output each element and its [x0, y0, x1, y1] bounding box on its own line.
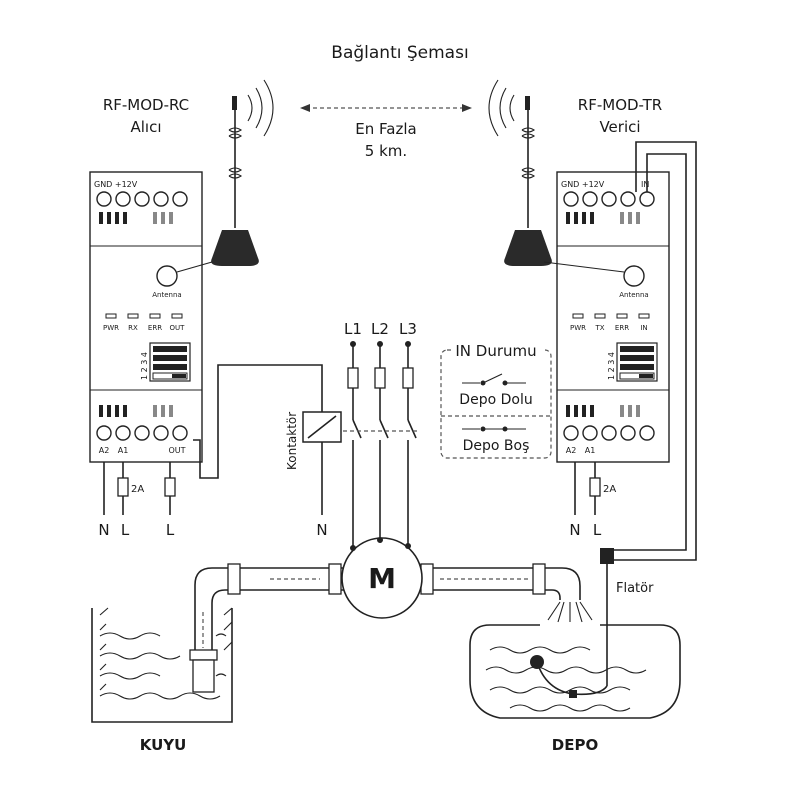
transmitter-model: RF-MOD-TR — [578, 96, 662, 114]
receiver-term-a1: A1 — [118, 446, 129, 455]
transmitter-line-l: L — [593, 521, 602, 539]
well: KUYU — [91, 607, 233, 754]
receiver-led-err: ERR — [148, 324, 162, 332]
receiver-model: RF-MOD-RC — [103, 96, 189, 114]
transmitter-fuse-rating: 2A — [603, 484, 616, 495]
transmitter-antenna-label: Antenna — [619, 291, 648, 299]
range-indicator: En Fazla 5 km. — [300, 104, 472, 160]
motor-label: M — [368, 562, 396, 595]
receiver-term-a2: A2 — [99, 446, 110, 455]
transmitter-supply: 2A N L — [569, 462, 616, 539]
antenna-base — [504, 230, 552, 266]
transmitter-device: GND +12V IN Antenna PWR TX ERR IN — [543, 171, 670, 463]
transmitter-led-in: IN — [640, 324, 647, 332]
well-label: KUYU — [140, 736, 187, 754]
phase-l3: L3 — [399, 320, 417, 338]
receiver-dip-switch[interactable]: 1 2 3 4 — [140, 342, 191, 382]
float-switch: Flatör — [530, 548, 654, 698]
float-switch-cable — [612, 141, 697, 561]
receiver-device: GND +12V Antenna PWR RX ERR OUT — [89, 171, 213, 463]
receiver-role: Alıcı — [130, 118, 161, 136]
transmitter-role: Verici — [599, 118, 640, 136]
contactor: Kontaktör N — [285, 411, 342, 539]
in-status-full: Depo Dolu — [459, 392, 532, 408]
transmitter-header: RF-MOD-TR Verici — [578, 96, 662, 136]
three-phase-supply: L1 L2 L3 — [336, 320, 418, 548]
in-status-empty: Depo Boş — [463, 438, 530, 454]
phase-l1: L1 — [344, 320, 362, 338]
receiver-header: RF-MOD-RC Alıcı — [103, 96, 189, 136]
transmitter-term-a1: A1 — [585, 446, 596, 455]
receiver-antenna-label: Antenna — [152, 291, 181, 299]
receiver-supply: 2A N L L — [98, 462, 176, 539]
transmitter-term-a2: A2 — [566, 446, 577, 455]
transmitter-dip-numbers: 1 2 3 4 — [607, 352, 616, 380]
range-line1: En Fazla — [355, 120, 416, 138]
receiver-led-pwr: PWR — [103, 324, 119, 332]
receiver-top-terminals: GND +12V — [94, 180, 138, 189]
receiver-term-out: OUT — [168, 446, 185, 455]
tank-label: DEPO — [552, 736, 598, 754]
receiver-fuse-rating: 2A — [131, 484, 144, 495]
piping — [189, 563, 593, 693]
in-status-legend: IN Durumu Depo Dolu Depo Boş — [440, 340, 552, 459]
receiver-line-n: N — [98, 521, 109, 539]
receiver-antenna — [211, 79, 274, 266]
diagram-title: Bağlantı Şeması — [331, 43, 468, 63]
transmitter-led-err: ERR — [615, 324, 629, 332]
tank: DEPO — [469, 624, 681, 754]
transmitter-line-n: N — [569, 521, 580, 539]
transmitter-led-tx: TX — [594, 324, 604, 332]
antenna-base — [211, 230, 259, 266]
transmitter-led-pwr: PWR — [570, 324, 586, 332]
in-status-title: IN Durumu — [455, 342, 536, 360]
receiver-dip-numbers: 1 2 3 4 — [140, 352, 149, 380]
transmitter-antenna — [488, 79, 552, 266]
receiver-led-out: OUT — [170, 324, 186, 332]
float-switch-label: Flatör — [616, 581, 654, 596]
receiver-line-l1: L — [121, 521, 130, 539]
float-ball — [530, 655, 544, 669]
out-to-contactor-wire — [193, 364, 323, 479]
phase-l2: L2 — [371, 320, 389, 338]
transmitter-top-terminals: GND +12V — [561, 180, 605, 189]
contactor-label: Kontaktör — [285, 412, 299, 470]
motor: M — [341, 537, 423, 619]
receiver-led-rx: RX — [128, 324, 138, 332]
receiver-line-l2: L — [166, 521, 175, 539]
contactor-neutral: N — [316, 521, 327, 539]
transmitter-dip-switch[interactable]: 1 2 3 4 — [607, 342, 658, 382]
range-line2: 5 km. — [365, 142, 407, 160]
transmitter-top-in: IN — [641, 180, 649, 189]
